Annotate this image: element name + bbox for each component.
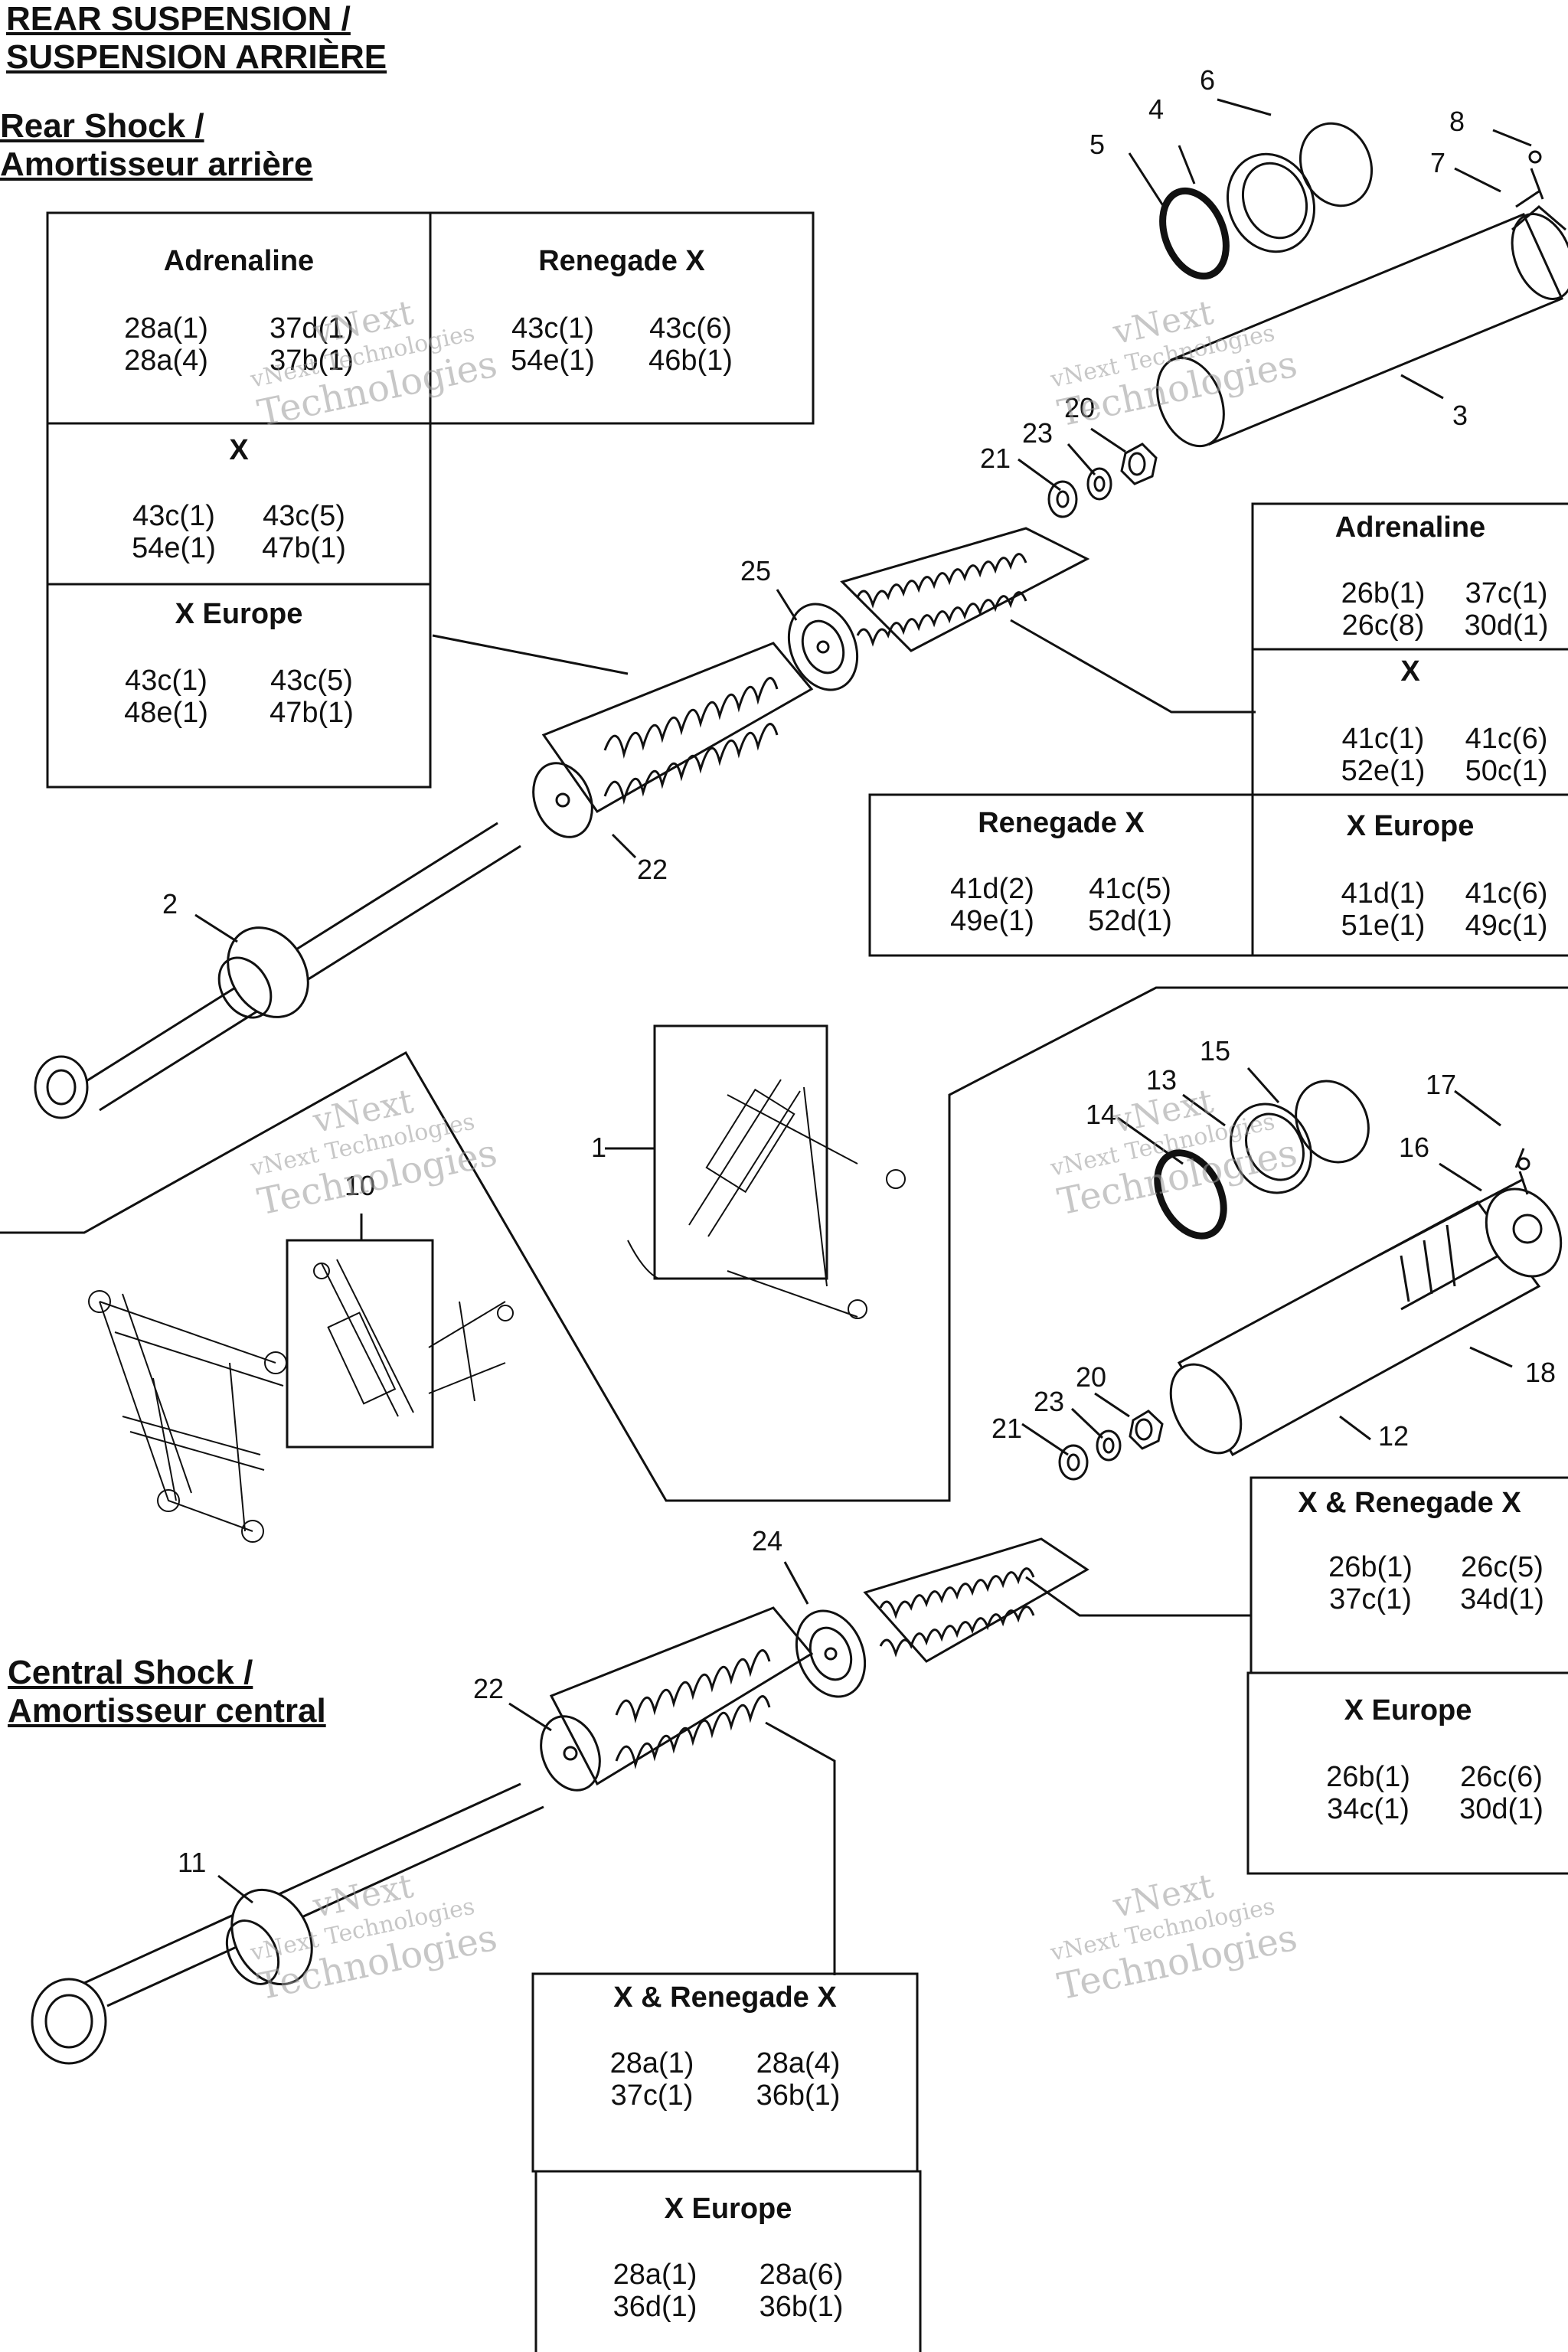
central-box-x-renegade: X & Renegade X 26b(1) 26c(5) 37c(1) 34d(… bbox=[1251, 1478, 1568, 1673]
page-title: REAR SUSPENSION / SUSPENSION ARRIÈRE bbox=[6, 0, 387, 76]
code-list: 28a(1) 28a(4) 37c(1) 36b(1) bbox=[609, 2047, 841, 2112]
callout-24: 24 bbox=[752, 1525, 783, 1557]
callout-2: 2 bbox=[162, 888, 178, 920]
rear-secondary-spring bbox=[840, 527, 1090, 652]
code-list: 43c(1) 43c(5) 48e(1) 47b(1) bbox=[124, 665, 354, 729]
callout-10: 10 bbox=[345, 1170, 376, 1201]
central-shock-rod bbox=[31, 1782, 544, 2065]
central-secondary-spring bbox=[863, 1537, 1089, 1663]
callout-8: 8 bbox=[1449, 106, 1465, 137]
callout-6: 6 bbox=[1200, 64, 1216, 96]
rear-cap bbox=[1226, 152, 1316, 253]
rear-shock-heading: Rear Shock / Amortisseur arrière bbox=[0, 107, 313, 183]
central-shock-body bbox=[1169, 1178, 1563, 1457]
rear2-box-x: X 41c(1) 41c(6) 52e(1) 50c(1) bbox=[1253, 649, 1568, 795]
callout-20-rear: 20 bbox=[1064, 392, 1096, 423]
callout-14: 14 bbox=[1086, 1099, 1117, 1130]
rear-shock-body bbox=[1156, 205, 1568, 448]
central-main-spring bbox=[549, 1606, 814, 1786]
callout-3: 3 bbox=[1452, 400, 1468, 431]
code-list: 28a(1) 28a(6) 36d(1) 36b(1) bbox=[612, 2259, 844, 2323]
callout-22-rear: 22 bbox=[637, 854, 668, 885]
rear-detail-frame bbox=[0, 986, 1568, 1502]
callout-1: 1 bbox=[591, 1132, 607, 1163]
callout-16: 16 bbox=[1399, 1132, 1430, 1163]
callout-15: 15 bbox=[1200, 1035, 1231, 1067]
rear-box-adrenaline: Adrenaline 28a(1) 37d(1) 28a(4) 37b(1) bbox=[47, 213, 430, 423]
callout-20-central: 20 bbox=[1076, 1361, 1107, 1393]
central-spacer bbox=[795, 1609, 867, 1698]
code-list: 26b(1) 26c(6) 34c(1) 30d(1) bbox=[1326, 1761, 1544, 1825]
rear-main-spring bbox=[541, 642, 814, 813]
callout-12: 12 bbox=[1378, 1420, 1410, 1452]
code-list: 26b(1) 37c(1) 26c(8) 30d(1) bbox=[1341, 577, 1549, 642]
rear2-box-x-europe: X Europe 41d(1) 41c(6) 51e(1) 49c(1) bbox=[1253, 795, 1568, 956]
code-list: 43c(1) 43c(5) 54e(1) 47b(1) bbox=[132, 500, 346, 564]
code-list: 26b(1) 26c(5) 37c(1) 34d(1) bbox=[1328, 1551, 1544, 1615]
callout-4: 4 bbox=[1148, 93, 1165, 125]
callout-13: 13 bbox=[1146, 1064, 1178, 1096]
callout-23-rear: 23 bbox=[1022, 417, 1054, 449]
callout-21-central: 21 bbox=[991, 1413, 1023, 1444]
callout-18: 18 bbox=[1525, 1357, 1557, 1388]
central2-box-x-renegade: X & Renegade X 28a(1) 28a(4) 37c(1) 36b(… bbox=[533, 1974, 917, 2171]
callout-7: 7 bbox=[1430, 147, 1446, 178]
central-box-x-europe: X Europe 26b(1) 26c(6) 34c(1) 30d(1) bbox=[1248, 1673, 1568, 1873]
skid-frame-drawing bbox=[88, 1290, 287, 1543]
rear-box-x: X 43c(1) 43c(5) 54e(1) 47b(1) bbox=[47, 423, 430, 584]
rear-box-renegade-x: Renegade X 43c(1) 43c(6) 54e(1) 46b(1) bbox=[430, 213, 813, 423]
callout-23-central: 23 bbox=[1034, 1386, 1065, 1417]
callout-5: 5 bbox=[1089, 129, 1106, 160]
rear-box-x-europe: X Europe 43c(1) 43c(5) 48e(1) 47b(1) bbox=[47, 584, 430, 787]
code-list: 41d(1) 41c(6) 51e(1) 49c(1) bbox=[1341, 877, 1548, 942]
rear2-box-adrenaline: Adrenaline 26b(1) 37c(1) 26c(8) 30d(1) bbox=[1253, 504, 1568, 649]
central2-box-x-europe: X Europe 28a(1) 28a(6) 36d(1) 36b(1) bbox=[536, 2171, 920, 2352]
rear-nut-washers bbox=[1047, 443, 1158, 518]
central-nut-washers bbox=[1058, 1410, 1164, 1481]
callout-21-rear: 21 bbox=[980, 443, 1011, 474]
central-shock-heading: Central Shock / Amortisseur central bbox=[8, 1654, 326, 1730]
callout-11: 11 bbox=[178, 1847, 207, 1878]
rear-shock-rod bbox=[34, 822, 521, 1119]
rear-spacer bbox=[787, 603, 859, 691]
callout-25: 25 bbox=[740, 555, 772, 586]
callout-17: 17 bbox=[1426, 1069, 1457, 1100]
code-list: 43c(1) 43c(6) 54e(1) 46b(1) bbox=[511, 312, 733, 377]
code-list: 41d(2) 41c(5) 49e(1) 52d(1) bbox=[950, 873, 1172, 937]
callout-22-central: 22 bbox=[473, 1673, 505, 1704]
rear2-box-renegade-x: Renegade X 41d(2) 41c(5) 49e(1) 52d(1) bbox=[870, 795, 1253, 956]
code-list: 41c(1) 41c(6) 52e(1) 50c(1) bbox=[1341, 723, 1548, 787]
code-list: 28a(1) 37d(1) 28a(4) 37b(1) bbox=[124, 312, 354, 377]
